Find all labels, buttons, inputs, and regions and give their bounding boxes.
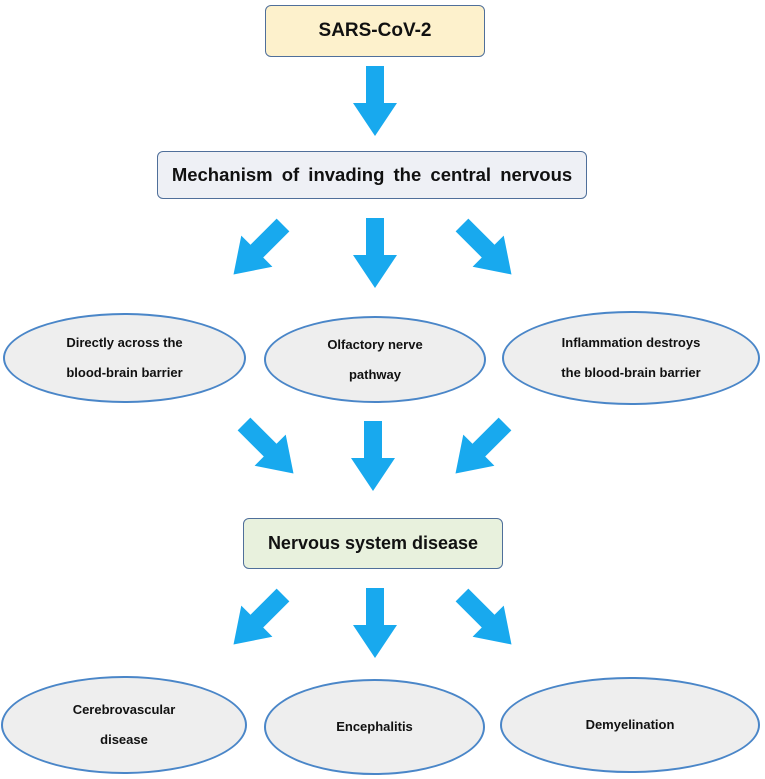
pathway-3-line-2: the blood-brain barrier [561,365,701,380]
virus-box: SARS-CoV-2 [265,5,485,57]
arrow-pathway-1-to-disease [228,408,310,490]
mechanism-label: Mechanism of invading the central nervou… [171,164,573,185]
arrow-pathway-3-to-disease [439,408,521,490]
outcome-1-line-1: Cerebrovascular [72,702,176,717]
arrow-mechanism-to-pathway-2 [353,218,397,288]
disease-label: Nervous system disease [267,533,479,553]
arrow-pathway-2-to-disease [351,421,395,491]
pathway-oval-2: Olfactory nerve pathway [264,316,486,403]
outcome-oval-3: Demyelination [500,677,760,773]
arrow-disease-to-outcome-1 [217,579,299,661]
pathway-oval-3: Inflammation destroys the blood-brain ba… [502,311,760,405]
pathway-1-line-1: Directly across the [66,335,183,350]
outcome-oval-1: Cerebrovascular disease [1,676,247,774]
arrow-mechanism-to-pathway-1 [217,209,299,291]
arrow-virus-to-mechanism [353,66,397,136]
pathway-oval-1: Directly across the blood-brain barrier [3,313,246,403]
outcome-oval-2: Encephalitis [264,679,485,775]
virus-label: SARS-CoV-2 [318,20,432,41]
pathway-2-line-2: pathway [348,366,401,382]
arrow-disease-to-outcome-3 [446,579,528,661]
outcome-3-line-1: Demyelination [585,717,675,732]
arrow-disease-to-outcome-2 [353,588,397,658]
outcome-2-line-1: Encephalitis [336,719,413,734]
pathway-2-line-1: Olfactory nerve [327,336,423,352]
pathway-1-line-2: blood-brain barrier [66,365,183,380]
pathway-3-line-1: Inflammation destroys [561,335,701,350]
disease-box: Nervous system disease [243,518,503,569]
arrow-mechanism-to-pathway-3 [446,209,528,291]
mechanism-box: Mechanism of invading the central nervou… [157,151,587,199]
outcome-1-line-2: disease [100,732,148,747]
